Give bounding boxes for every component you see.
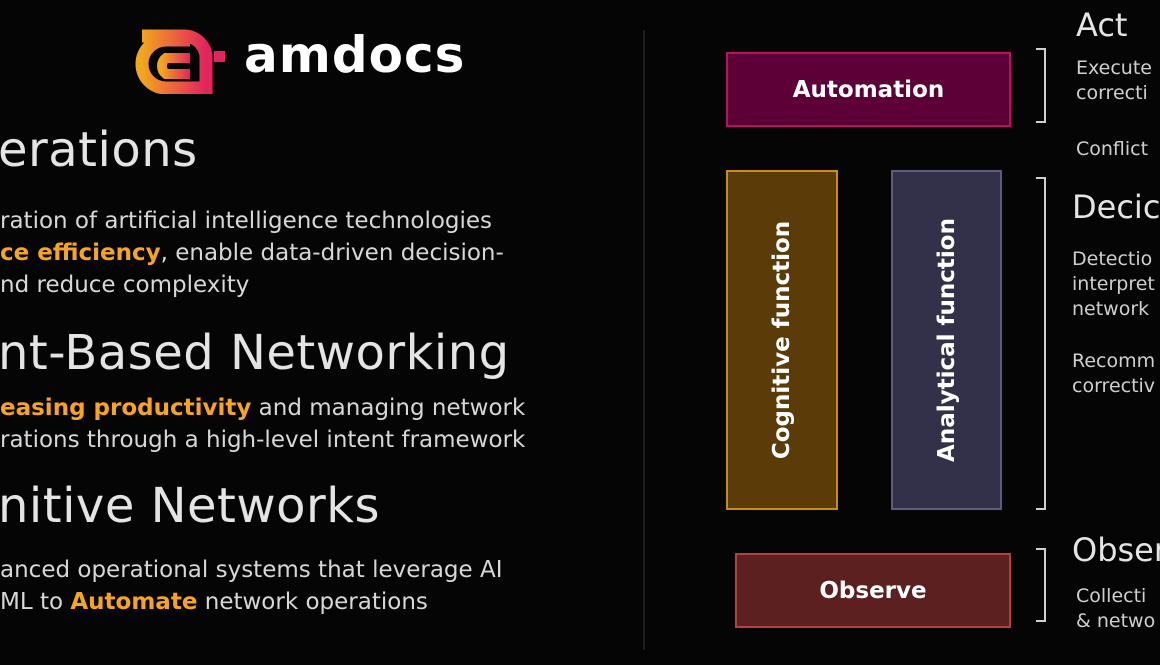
decide-recommend-text: Recomm correctiv — [1072, 350, 1156, 397]
observe-box: Observe — [735, 553, 1011, 628]
brand-name: amdocs — [244, 26, 466, 84]
bracket-observe — [1036, 548, 1046, 622]
act-description: Execute correcti — [1076, 57, 1152, 104]
observe-heading: Obser — [1072, 531, 1160, 569]
text-line: ce efficiency, enable data-driven decisi… — [0, 240, 504, 266]
amdocs-logo-icon — [135, 29, 225, 94]
analytical-function-box: Analytical function — [891, 170, 1002, 510]
section-heading-cognitive-networks: nitive Networks — [0, 478, 381, 534]
automation-box: Automation — [726, 52, 1011, 127]
act-conflict-text: Conflict — [1076, 138, 1149, 160]
section-heading-intent-networking: nt-Based Networking — [0, 325, 510, 381]
decide-heading: Decic — [1072, 188, 1160, 226]
act-heading: Act — [1076, 6, 1128, 44]
section-heading-operations: erations — [0, 122, 198, 178]
text-line: ML to Automate network operations — [0, 589, 428, 615]
section-text-operations: ration of artificial intelligence techno… — [0, 205, 504, 301]
bracket-decide — [1036, 177, 1046, 510]
observe-description: Collecti & netwo — [1076, 585, 1156, 632]
cognitive-function-box: Cognitive function — [726, 170, 838, 510]
bracket-act — [1036, 48, 1046, 123]
decide-detection-text: Detectio interpret network — [1072, 248, 1155, 320]
text-line: rations through a high-level intent fram… — [0, 427, 526, 453]
text-line: ration of artificial intelligence techno… — [0, 208, 493, 234]
section-text-intent-networking: easing productivity and managing network… — [0, 392, 525, 456]
text-line: anced operational systems that leverage … — [0, 557, 503, 583]
slide-divider — [643, 30, 645, 650]
text-line: easing productivity and managing network — [0, 395, 526, 421]
text-line: nd reduce complexity — [0, 272, 250, 298]
section-text-cognitive-networks: anced operational systems that leverage … — [0, 554, 503, 618]
